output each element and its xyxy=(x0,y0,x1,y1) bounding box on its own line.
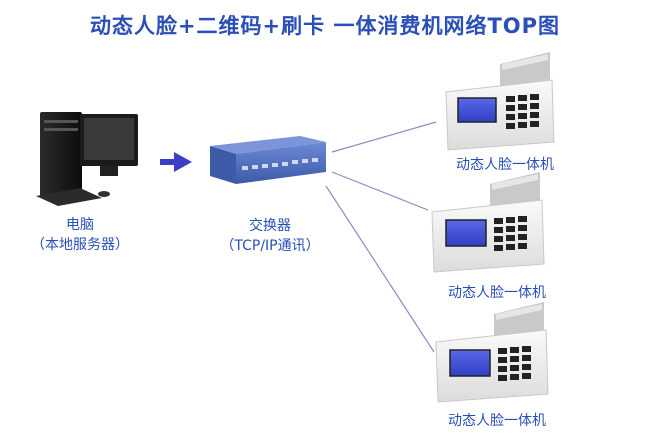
terminal-label: 动态人脸一体机 xyxy=(448,413,546,429)
link-line-1 xyxy=(331,121,437,153)
connection-lines xyxy=(325,121,437,353)
link-line-3 xyxy=(325,185,435,353)
terminal-label: 动态人脸一体机 xyxy=(448,285,546,301)
terminal-device-icon xyxy=(431,172,545,273)
computer-name-label: 电脑 xyxy=(66,217,94,233)
switch-name-label: 交换器 xyxy=(249,218,291,234)
terminal-device-icon xyxy=(445,52,555,151)
computer-role-label: （本地服务器） xyxy=(31,237,129,253)
terminal-device-icon xyxy=(435,302,549,403)
switch-role-label: （TCP/IP通讯） xyxy=(220,238,320,254)
network-switch-icon xyxy=(210,136,326,184)
diagram-title: 动态人脸+二维码+刷卡 一体消费机网络TOP图 xyxy=(89,14,561,38)
link-line-2 xyxy=(331,171,429,211)
computer-icon xyxy=(36,112,138,206)
arrow-icon xyxy=(160,152,192,172)
terminal-label: 动态人脸一体机 xyxy=(456,157,554,173)
